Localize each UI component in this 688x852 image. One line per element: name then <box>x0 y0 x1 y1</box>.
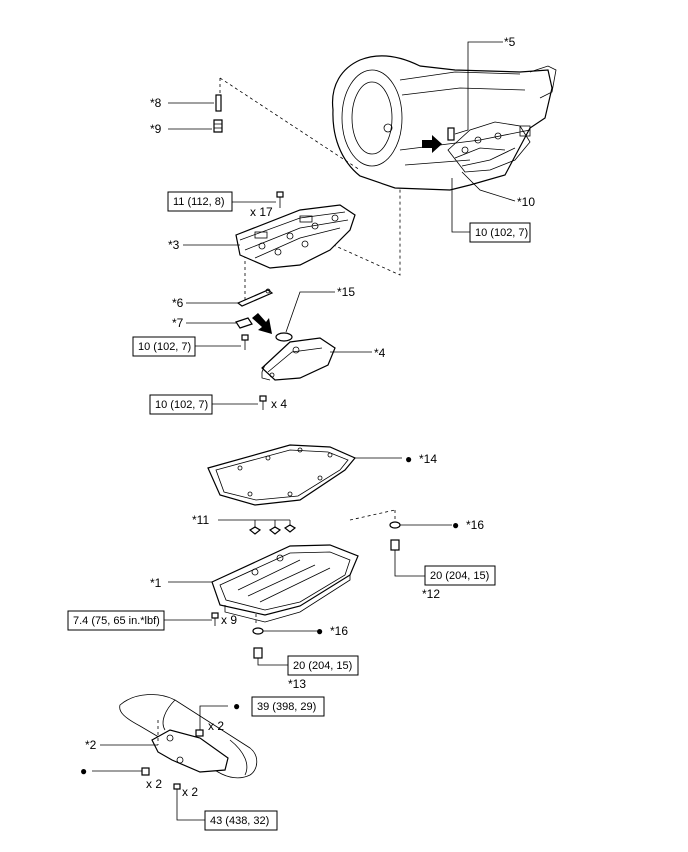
plate-part <box>235 317 253 329</box>
bolt <box>173 783 181 798</box>
callout-16-upper: *16 <box>466 518 484 532</box>
callout-5: *5 <box>504 35 516 49</box>
torque-box-drain-plug: 20 (204, 15) <box>424 565 496 586</box>
replace-marker: ● <box>233 699 240 713</box>
detent-spring <box>236 288 274 307</box>
oil-strainer <box>261 337 336 381</box>
replace-marker: ● <box>316 624 323 638</box>
callout-2: *2 <box>85 738 97 752</box>
bolt <box>259 395 267 410</box>
callout-7: *7 <box>172 316 184 330</box>
callout-10: *10 <box>517 195 535 209</box>
direction-arrow <box>252 313 272 334</box>
callout-9: *9 <box>150 122 162 136</box>
oil-pan-gasket <box>207 444 356 506</box>
callout-12: *12 <box>422 587 440 601</box>
quantity-9: x 9 <box>221 613 237 627</box>
pin-part-9 <box>213 119 223 133</box>
torque-box-solenoid: 10 (102, 7) <box>469 222 531 243</box>
o-ring <box>275 332 293 342</box>
bracket <box>151 729 229 773</box>
callout-15: *15 <box>337 285 355 299</box>
torque-box-fill-plug: 20 (204, 15) <box>287 655 359 676</box>
callout-4: *4 <box>374 346 386 360</box>
svg-text:20 (204, 15): 20 (204, 15) <box>293 660 352 672</box>
callout-11: *11 <box>192 513 209 527</box>
torque-box-pan: 7.4 (75, 65 in.*lbf) <box>67 610 165 631</box>
torque-box-bracket-bottom: 43 (438, 32) <box>204 810 278 831</box>
solenoid-part <box>447 127 455 141</box>
callout-14: *14 <box>419 452 437 466</box>
magnets <box>248 520 297 535</box>
callout-13: *13 <box>288 677 306 691</box>
fill-plug <box>253 647 263 659</box>
torque-box-strainer: 10 (102, 7) <box>149 394 213 415</box>
nut <box>141 767 150 776</box>
svg-text:20 (204, 15): 20 (204, 15) <box>430 570 489 582</box>
quantity-4: x 4 <box>271 397 287 411</box>
quantity-2-top: x 2 <box>208 719 224 733</box>
svg-text:10 (102, 7): 10 (102, 7) <box>155 399 208 411</box>
bolt <box>276 191 284 208</box>
replace-marker: ● <box>405 452 412 466</box>
svg-text:39 (398, 29): 39 (398, 29) <box>257 701 316 713</box>
plug-gasket <box>389 521 401 529</box>
torque-box-detent: 10 (102, 7) <box>132 336 196 357</box>
svg-text:43 (438, 32): 43 (438, 32) <box>210 815 269 827</box>
transmission-case <box>331 55 557 191</box>
replace-marker: ● <box>80 764 87 778</box>
svg-text:7.4 (75, 65 in.*lbf): 7.4 (75, 65 in.*lbf) <box>73 615 160 627</box>
direction-arrow <box>422 135 442 153</box>
quantity-17: x 17 <box>250 205 273 219</box>
quantity-2-left: x 2 <box>146 777 162 791</box>
callout-16-lower: *16 <box>330 624 348 638</box>
torque-box-valve-body: 11 (112, 8) <box>167 191 233 212</box>
plug-gasket <box>252 627 264 635</box>
callout-6: *6 <box>172 296 184 310</box>
valve-body <box>235 204 356 269</box>
bolt <box>241 334 249 350</box>
bolt <box>195 729 204 737</box>
quantity-2-bottom: x 2 <box>182 785 198 799</box>
replace-marker: ● <box>452 518 459 532</box>
callout-3: *3 <box>168 238 180 252</box>
torque-box-bracket-top: 39 (398, 29) <box>251 696 325 717</box>
svg-text:10 (102, 7): 10 (102, 7) <box>138 341 191 353</box>
bolt <box>211 612 219 626</box>
svg-text:10 (102, 7): 10 (102, 7) <box>475 227 528 239</box>
callout-1: *1 <box>150 576 162 590</box>
oil-pan <box>211 544 359 623</box>
pin-part-8 <box>215 94 222 112</box>
callout-8: *8 <box>150 96 162 110</box>
drain-plug <box>390 539 400 551</box>
svg-text:11 (112, 8): 11 (112, 8) <box>173 196 225 208</box>
exhaust-pipe <box>119 694 258 779</box>
